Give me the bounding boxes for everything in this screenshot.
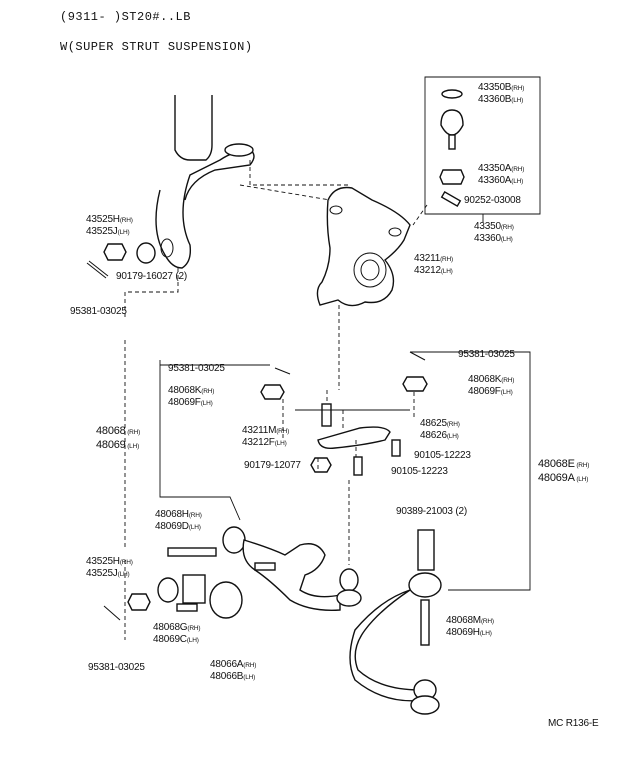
stud-43211m [321,403,332,427]
castle-nut-left [260,384,285,400]
label-lower-arm: 48068E (RH)48069A (LH) [538,458,590,484]
strut-bracket-part [155,95,255,269]
label-cotter-low-left: 95381-03025 [88,662,145,673]
label-pin: 90252-03008 [464,195,521,206]
label-nut-90179-16027: 90179-16027 (2) [116,271,187,282]
cotter-pin-mid-right [409,351,426,361]
label-ball-joint-top: 43350B(RH)43360B(LH) [478,82,525,105]
lower-arm-part [349,529,442,715]
label-plate-48625: 48625(RH)48626(LH) [420,418,460,441]
label-camber-nut-low: 43525H(RH)43525J(LH) [86,556,133,579]
cotter-pin-low-left [103,605,121,621]
cotter-pin-mid-left [274,367,291,375]
castle-nut-right [402,376,428,392]
label-upper-arm: 48068 (RH)48069 (LH) [96,425,141,451]
plate-48625 [317,426,391,450]
model-header: (9311- )ST20#..LB [60,10,191,24]
ball-joint-group-box [424,76,541,215]
label-nut-90179-12077: 90179-12077 [244,460,301,471]
label-knuckle: 43211(RH)43212(LH) [414,253,453,276]
dashed-leaders [124,160,428,640]
label-bushing-90389: 90389-21003 (2) [396,506,467,517]
label-ball-joint-nut: 43350A(RH)43360A(LH) [478,163,525,186]
label-bushing-48066a: 48066A(RH)48066B(LH) [210,659,257,682]
camber-nut-low [127,593,151,611]
nut-90179-16027 [136,242,156,264]
label-cotter-top-left: 95381-03025 [70,306,127,317]
label-bolt-90105-a: 90105-12223 [414,450,471,461]
label-bushing-48068g: 48068G(RH)48069C(LH) [153,622,201,645]
label-nut-48068k-right: 48068K(RH)48069F(LH) [468,374,515,397]
ball-joint-parts [439,89,465,208]
bolt-90105-a [391,439,401,457]
bushing-block [182,574,206,604]
label-ball-joint-assy: 43350(RH)43360(LH) [474,221,514,244]
bolt-90105-b [353,456,363,476]
steering-knuckle-part [316,186,411,307]
label-cotter-mid-left: 95381-03025 [168,363,225,374]
cotter-pin-top-left [86,262,107,279]
label-bolt-90105-b: 90105-12223 [391,466,448,477]
nut-90179-12077 [310,457,332,473]
bushing-48068g [157,577,179,603]
bushing-48066a [209,581,243,619]
label-nut-48068k-left: 48068K(RH)48069F(LH) [168,385,215,408]
camber-nut-top [103,243,127,261]
label-cotter-mid-right: 95381-03025 [458,349,515,360]
label-bolt-48068m: 48068M(RH)48069H(LH) [446,615,494,638]
label-camber-nut-top: 43525H(RH)43525J(LH) [86,214,133,237]
upper-arm-part [167,526,362,611]
suspension-title: W(SUPER STRUT SUSPENSION) [60,40,253,54]
label-bushing-48068h: 48068H(RH)48069D(LH) [155,509,202,532]
diagram-code: MC R136-E [548,718,599,729]
label-stud-43211m: 43211M(RH)43212F(LH) [242,425,290,448]
assembly-brackets [159,351,531,591]
